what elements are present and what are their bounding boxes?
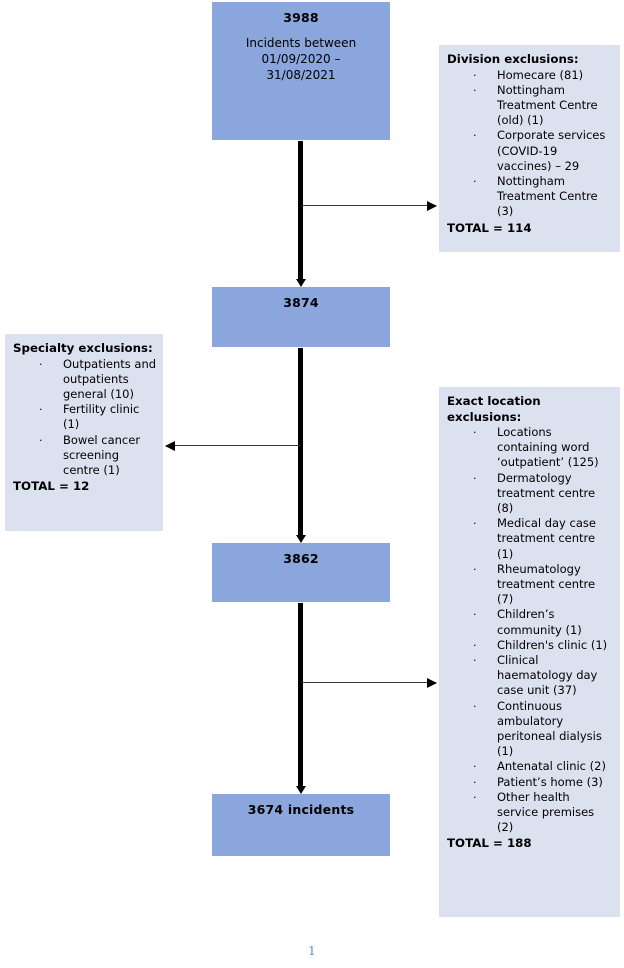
bullet-icon: · bbox=[473, 790, 477, 804]
bullet-icon: · bbox=[39, 357, 43, 371]
list-item-label: Corporate services (COVID-19 vaccines) –… bbox=[497, 128, 606, 173]
connector-arrow-down-2 bbox=[298, 348, 303, 536]
bullet-icon: · bbox=[473, 654, 477, 668]
exclusion-box-location: Exact location exclusions: · Locations co… bbox=[439, 387, 620, 917]
list-item: · Nottingham Treatment Centre (3) bbox=[447, 174, 614, 220]
list-item-label: Locations containing word ‘outpatient’ (… bbox=[497, 425, 599, 470]
exclusion-specialty-total: TOTAL = 12 bbox=[13, 479, 90, 494]
bullet-icon: · bbox=[473, 775, 477, 789]
list-item-label: Antenatal clinic (2) bbox=[497, 759, 606, 774]
flow-box-final: 3674 incidents bbox=[212, 794, 390, 856]
list-item: · Antenatal clinic (2) bbox=[447, 759, 614, 774]
bullet-icon: · bbox=[473, 608, 477, 622]
bullet-icon: · bbox=[473, 471, 477, 485]
bullet-icon: · bbox=[473, 129, 477, 143]
flow-box-start-subtitle: Incidents between 01/09/2020 – 31/08/202… bbox=[245, 36, 357, 82]
list-item: · Corporate services (COVID-19 vaccines) … bbox=[447, 128, 614, 174]
bullet-icon: · bbox=[473, 426, 477, 439]
list-item: · Rheumatology treatment centre (7) bbox=[447, 562, 614, 608]
list-item-label: Bowel cancer screening centre (1) bbox=[63, 432, 141, 477]
list-item-label: Patient’s home (3) bbox=[497, 774, 603, 789]
list-item: · Patient’s home (3) bbox=[447, 775, 614, 790]
list-item: · Fertility clinic (1) bbox=[13, 402, 157, 432]
list-item: · Clinical haematology day case unit (37) bbox=[447, 653, 614, 699]
list-item: · Children's clinic (1) bbox=[447, 638, 614, 653]
list-item: · Nottingham Treatment Centre (old) (1) bbox=[447, 83, 614, 129]
list-item: · Dermatology treatment centre (8) bbox=[447, 471, 614, 517]
list-item-label: Rheumatology treatment centre (7) bbox=[497, 561, 596, 607]
bullet-icon: · bbox=[39, 433, 43, 447]
bullet-icon: · bbox=[473, 760, 477, 774]
flow-box-after-specialty-title: 3862 bbox=[283, 551, 319, 566]
connector-arrow-left-specialty bbox=[166, 445, 300, 446]
bullet-icon: · bbox=[39, 403, 43, 417]
list-item: · Homecare (81) bbox=[447, 68, 614, 83]
list-item-label: Clinical haematology day case unit (37) bbox=[497, 653, 598, 698]
list-item-label: Children's clinic (1) bbox=[497, 637, 608, 652]
exclusion-location-total: TOTAL = 188 bbox=[447, 836, 532, 851]
bullet-icon: · bbox=[473, 699, 477, 713]
connector-arrow-down-1 bbox=[298, 141, 303, 280]
connector-arrow-right-location bbox=[302, 682, 436, 683]
list-item-label: Outpatients and outpatients general (10) bbox=[63, 356, 157, 401]
exclusion-division-heading: Division exclusions: bbox=[447, 52, 579, 66]
list-item-label: Children’s community (1) bbox=[497, 607, 582, 637]
list-item-label: Homecare (81) bbox=[497, 67, 584, 82]
connector-arrow-right-division bbox=[302, 205, 436, 206]
list-item: · Outpatients and outpatients general (10… bbox=[13, 357, 157, 403]
exclusion-location-heading: Exact location exclusions: bbox=[447, 394, 541, 424]
page-number: 1 bbox=[308, 944, 316, 958]
list-item: · Bowel cancer screening centre (1) bbox=[13, 433, 157, 479]
exclusion-specialty-list: · Outpatients and outpatients general (10… bbox=[13, 357, 157, 479]
list-item: · Other health service premises (2) bbox=[447, 790, 614, 836]
exclusion-box-division: Division exclusions: · Homecare (81) · Not… bbox=[439, 45, 620, 252]
list-item: · Medical day case treatment centre (1) bbox=[447, 516, 614, 562]
list-item-label: Dermatology treatment centre (8) bbox=[497, 470, 596, 516]
flow-box-after-division-title: 3874 bbox=[283, 295, 319, 310]
list-item-label: Medical day case treatment centre (1) bbox=[497, 516, 596, 561]
list-item: · Locations containing word ‘outpatient’ … bbox=[447, 425, 614, 471]
flow-box-start-title: 3988 bbox=[283, 10, 319, 25]
list-item: · Continuous ambulatory peritoneal dialys… bbox=[447, 699, 614, 760]
list-item-label: Fertility clinic (1) bbox=[63, 402, 140, 432]
list-item: · Children’s community (1) bbox=[447, 607, 614, 637]
bullet-icon: · bbox=[473, 517, 477, 531]
exclusion-division-total: TOTAL = 114 bbox=[447, 220, 532, 235]
exclusion-box-specialty: Specialty exclusions: · Outpatients and o… bbox=[5, 334, 163, 531]
flow-box-final-title: 3674 incidents bbox=[247, 802, 355, 817]
bullet-icon: · bbox=[473, 174, 477, 188]
list-item-label: Nottingham Treatment Centre (3) bbox=[497, 173, 598, 219]
exclusion-specialty-heading: Specialty exclusions: bbox=[13, 341, 153, 355]
connector-arrow-down-3 bbox=[298, 603, 303, 787]
exclusion-division-list: · Homecare (81) · Nottingham Treatment Cen… bbox=[447, 68, 614, 220]
exclusion-location-list: · Locations containing word ‘outpatient’ … bbox=[447, 425, 614, 835]
bullet-icon: · bbox=[473, 68, 477, 82]
list-item-label: Nottingham Treatment Centre (old) (1) bbox=[497, 82, 598, 128]
list-item-label: Other health service premises (2) bbox=[497, 789, 595, 835]
flow-box-start: 3988 Incidents between 01/09/2020 – 31/0… bbox=[212, 2, 390, 140]
bullet-icon: · bbox=[473, 562, 477, 576]
flow-box-after-division: 3874 bbox=[212, 287, 390, 347]
bullet-icon: · bbox=[473, 83, 477, 97]
flow-box-after-specialty: 3862 bbox=[212, 543, 390, 602]
list-item-label: Continuous ambulatory peritoneal dialysi… bbox=[497, 698, 602, 759]
bullet-icon: · bbox=[473, 638, 477, 652]
